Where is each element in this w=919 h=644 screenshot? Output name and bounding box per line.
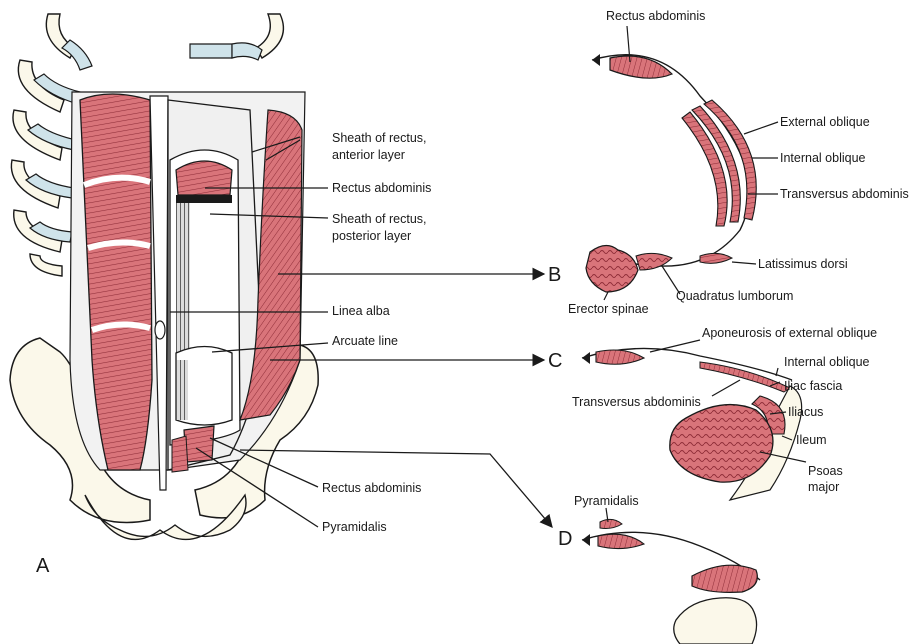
label-sheath-anterior-1: Sheath of rectus, — [332, 131, 427, 146]
label-c-internal-oblique: Internal oblique — [784, 355, 869, 370]
quadratus-b — [636, 253, 672, 270]
label-sheath-posterior-1: Sheath of rectus, — [332, 212, 427, 227]
label-rectus-upper: Rectus abdominis — [332, 181, 431, 196]
label-d-pyramidalis: Pyramidalis — [574, 494, 639, 509]
label-linea-alba: Linea alba — [332, 304, 390, 319]
panel-a-anterior-view — [10, 14, 318, 539]
label-sheath-posterior-2: posterior layer — [332, 229, 411, 244]
rectus-d — [598, 534, 644, 548]
label-c-iliac-fascia: Iliac fascia — [784, 379, 842, 394]
panel-b-cross-section — [586, 54, 756, 292]
iliacus-d — [692, 565, 757, 592]
label-sheath-anterior-2: anterior layer — [332, 148, 405, 163]
label-c-transversus: Transversus abdominis — [572, 395, 701, 410]
panel-c-cross-section — [582, 348, 802, 500]
label-rectus-lower: Rectus abdominis — [322, 481, 421, 496]
panel-label-d: D — [558, 529, 572, 549]
panel-label-c: C — [548, 351, 562, 371]
psoas-c — [670, 405, 773, 483]
label-c-psoas-2: major — [808, 480, 839, 495]
label-b-transversus: Transversus abdominis — [780, 187, 909, 202]
label-c-ileum: Ileum — [796, 433, 827, 448]
rectus-c — [596, 350, 644, 364]
label-arcuate-line: Arcuate line — [332, 334, 398, 349]
label-b-external-oblique: External oblique — [780, 115, 870, 130]
label-b-erector: Erector spinae — [568, 302, 649, 317]
panel-label-b: B — [548, 265, 561, 285]
label-pyramidalis: Pyramidalis — [322, 520, 387, 535]
label-c-iliacus: Iliacus — [788, 405, 823, 420]
panel-d-cross-section — [582, 519, 760, 644]
label-b-rectus: Rectus abdominis — [606, 9, 705, 24]
label-c-psoas-1: Psoas — [808, 464, 843, 479]
panel-label-a: A — [36, 556, 49, 576]
label-b-internal-oblique: Internal oblique — [780, 151, 865, 166]
label-b-latissimus: Latissimus dorsi — [758, 257, 848, 272]
label-b-quadratus: Quadratus lumborum — [676, 289, 793, 304]
label-c-aponeurosis: Aponeurosis of external oblique — [702, 326, 877, 341]
